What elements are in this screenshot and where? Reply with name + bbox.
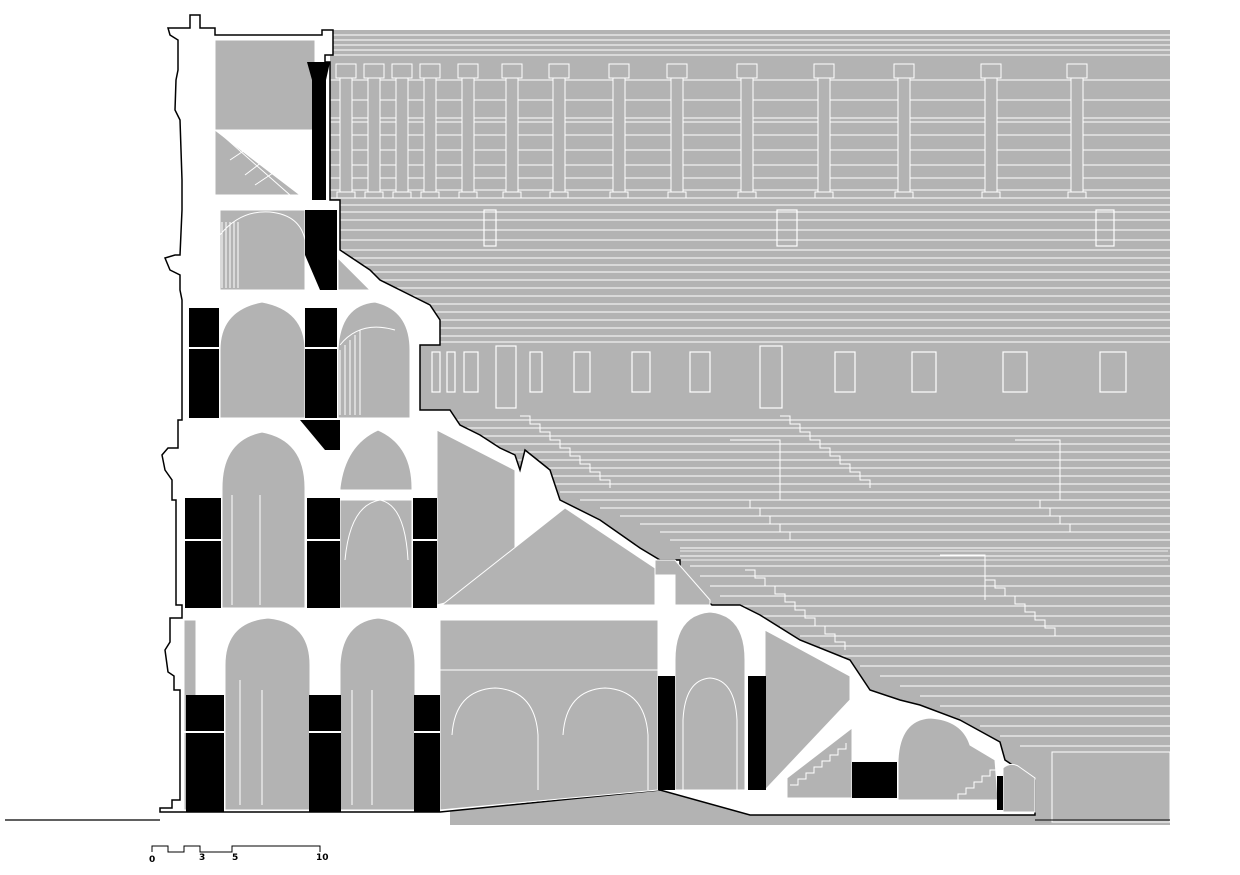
wedge-l4 bbox=[305, 255, 337, 290]
pier-l1-g bbox=[997, 776, 1003, 810]
top-column-cut bbox=[312, 80, 326, 200]
scale-label-0: 0 bbox=[149, 855, 155, 865]
upper-seating-courses bbox=[330, 204, 1170, 343]
pier-l1-b bbox=[309, 695, 341, 812]
colonnade bbox=[335, 63, 1088, 199]
top-capital-cut bbox=[307, 62, 330, 80]
scale-bar: 0 3 5 10 bbox=[149, 845, 329, 865]
column bbox=[457, 63, 479, 199]
upper-openings bbox=[483, 209, 1115, 247]
column bbox=[608, 63, 630, 199]
column bbox=[736, 63, 758, 199]
interior-spaces bbox=[183, 39, 1171, 823]
pier-l2-c bbox=[413, 498, 437, 608]
level4-wedge bbox=[337, 256, 372, 291]
level3-vault-left bbox=[219, 301, 306, 419]
ground-passage-arch bbox=[674, 611, 746, 791]
pier-l1-a bbox=[186, 695, 224, 812]
column bbox=[1066, 63, 1088, 199]
column bbox=[980, 63, 1002, 199]
arch-details bbox=[219, 211, 738, 805]
level2-vault-left bbox=[221, 431, 306, 609]
pier-l4 bbox=[305, 210, 337, 255]
podium-block bbox=[1051, 751, 1171, 823]
pier-l2-b bbox=[307, 498, 340, 608]
internal-stairs bbox=[221, 134, 999, 801]
seating-stairs bbox=[520, 415, 1071, 650]
outer-wall-profile bbox=[159, 14, 1036, 816]
pier-l2-a bbox=[185, 498, 221, 608]
last-vault bbox=[897, 717, 999, 801]
scale-label-10: 10 bbox=[316, 853, 329, 863]
column bbox=[363, 63, 385, 199]
level2-vault-right bbox=[339, 429, 413, 491]
podium-railing bbox=[680, 550, 1168, 561]
column bbox=[813, 63, 835, 199]
impost-bands bbox=[182, 347, 440, 733]
scale-label-3: 3 bbox=[199, 853, 205, 863]
middle-window-band bbox=[420, 340, 1170, 415]
column bbox=[501, 63, 523, 199]
column bbox=[893, 63, 915, 199]
upper-seating-band bbox=[330, 200, 1170, 340]
level2-room-right bbox=[339, 499, 413, 609]
scale-bar-line bbox=[151, 845, 321, 853]
pier-l1-c bbox=[414, 695, 440, 812]
column bbox=[391, 63, 413, 199]
column bbox=[335, 63, 357, 199]
end-pier bbox=[1002, 763, 1036, 813]
middle-windows bbox=[431, 345, 1127, 409]
attic-stair-room bbox=[214, 128, 302, 196]
pier-l1-f bbox=[852, 762, 897, 798]
column bbox=[666, 63, 688, 199]
ground-arch-2 bbox=[339, 617, 416, 811]
ground-arch-1 bbox=[224, 617, 311, 811]
column bbox=[548, 63, 570, 199]
pier-l3-b bbox=[305, 308, 337, 418]
pier-l1-e bbox=[748, 676, 766, 790]
black-piers bbox=[185, 62, 1003, 812]
pier-l3-a bbox=[189, 308, 219, 418]
lower-seating-courses bbox=[450, 419, 1170, 753]
attic-room bbox=[214, 39, 316, 131]
scale-label-5: 5 bbox=[232, 853, 238, 863]
level4-room-left bbox=[219, 209, 306, 291]
column bbox=[419, 63, 441, 199]
section-cut-mass bbox=[159, 14, 1036, 816]
right-upper-room bbox=[654, 559, 711, 606]
ground-hall bbox=[439, 619, 659, 811]
level3-vault-right bbox=[337, 301, 411, 419]
wedge-l3 bbox=[300, 420, 340, 450]
pier-l1-d bbox=[658, 676, 675, 790]
